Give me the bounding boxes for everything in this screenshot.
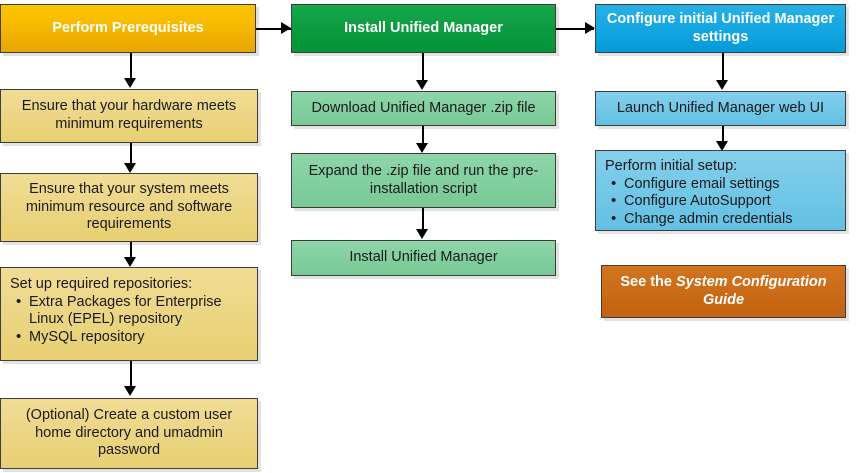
stage-header-perform-prerequisites[interactable]: Perform Prerequisites xyxy=(0,4,256,53)
connector-arrow-configure-2 xyxy=(716,141,728,151)
step-download-zip-label: Download Unified Manager .zip file xyxy=(311,99,536,116)
callout-lead: See the xyxy=(620,273,676,290)
connector-line-install-1 xyxy=(422,53,424,81)
connector-arrow-install-3 xyxy=(416,229,428,239)
connector-line-configure-2 xyxy=(722,126,724,145)
connector-arrow-col1-to-col2 xyxy=(281,22,291,34)
step-install-unified-manager[interactable]: Install Unified Manager xyxy=(291,240,556,276)
step-setup-repositories-bullets: Extra Packages for Enterprise Linux (EPE… xyxy=(10,293,248,347)
connector-arrow-configure-1 xyxy=(716,80,728,90)
step-perform-initial-setup[interactable]: Perform initial setup: Configure email s… xyxy=(595,150,846,231)
connector-line-prereq-1 xyxy=(130,53,132,79)
connector-arrow-col2-to-col3 xyxy=(585,22,595,34)
callout-system-configuration-guide[interactable]: See the System Configuration Guide xyxy=(601,265,846,318)
step-expand-zip-run-script-label: Expand the .zip file and run the pre-ins… xyxy=(308,162,539,197)
list-item: Configure AutoSupport xyxy=(611,192,836,211)
list-item: Change admin credentials xyxy=(611,210,836,229)
step-setup-repositories-label: Set up required repositories: xyxy=(10,276,193,292)
connector-arrow-prereq-2 xyxy=(124,163,136,173)
connector-line-prereq-4 xyxy=(130,361,132,387)
connector-arrow-install-2 xyxy=(416,143,428,153)
callout-text: See the System Configuration Guide xyxy=(614,274,833,309)
connector-line-prereq-3 xyxy=(130,242,132,264)
callout-emphasis: System Configuration Guide xyxy=(675,273,827,308)
step-hardware-requirements-label: Ensure that your hardware meets minimum … xyxy=(21,98,237,132)
step-download-zip[interactable]: Download Unified Manager .zip file xyxy=(291,91,556,126)
step-optional-umadmin[interactable]: (Optional) Create a custom user home dir… xyxy=(0,398,258,469)
step-perform-initial-setup-label: Perform initial setup: xyxy=(605,158,738,174)
step-perform-initial-setup-bullets: Configure email settings Configure AutoS… xyxy=(605,175,836,229)
step-system-requirements[interactable]: Ensure that your system meets minimum re… xyxy=(0,173,258,242)
connector-arrow-install-1 xyxy=(416,80,428,90)
step-optional-umadmin-label: (Optional) Create a custom user home dir… xyxy=(25,406,233,459)
stage-header-label: Perform Prerequisites xyxy=(52,19,204,36)
connector-line-col1-to-col2 xyxy=(256,28,291,30)
connector-arrow-prereq-3 xyxy=(124,257,136,267)
connector-line-col2-to-col3 xyxy=(556,28,594,30)
connector-arrow-prereq-1 xyxy=(124,78,136,88)
step-launch-web-ui[interactable]: Launch Unified Manager web UI xyxy=(595,91,846,126)
step-install-unified-manager-label: Install Unified Manager xyxy=(349,249,498,266)
step-hardware-requirements[interactable]: Ensure that your hardware meets minimum … xyxy=(0,89,258,143)
list-item: Configure email settings xyxy=(611,175,836,194)
connector-line-install-3 xyxy=(422,208,424,231)
list-item: MySQL repository xyxy=(16,328,248,347)
step-system-requirements-label: Ensure that your system meets minimum re… xyxy=(25,180,233,233)
stage-header-label: Configure initial Unified Manager settin… xyxy=(606,10,835,45)
connector-line-prereq-2 xyxy=(130,143,132,164)
step-expand-zip-run-script[interactable]: Expand the .zip file and run the pre-ins… xyxy=(291,153,556,208)
stage-header-configure-initial-settings[interactable]: Configure initial Unified Manager settin… xyxy=(595,4,846,53)
connector-line-configure-1 xyxy=(722,53,724,81)
stage-header-label: Install Unified Manager xyxy=(344,19,503,36)
step-launch-web-ui-label: Launch Unified Manager web UI xyxy=(616,99,825,116)
connector-line-install-2 xyxy=(422,126,424,146)
step-setup-repositories[interactable]: Set up required repositories: Extra Pack… xyxy=(0,267,258,361)
stage-header-install-unified-manager[interactable]: Install Unified Manager xyxy=(291,4,556,53)
list-item: Extra Packages for Enterprise Linux (EPE… xyxy=(16,293,248,329)
connector-arrow-prereq-4 xyxy=(124,386,136,396)
